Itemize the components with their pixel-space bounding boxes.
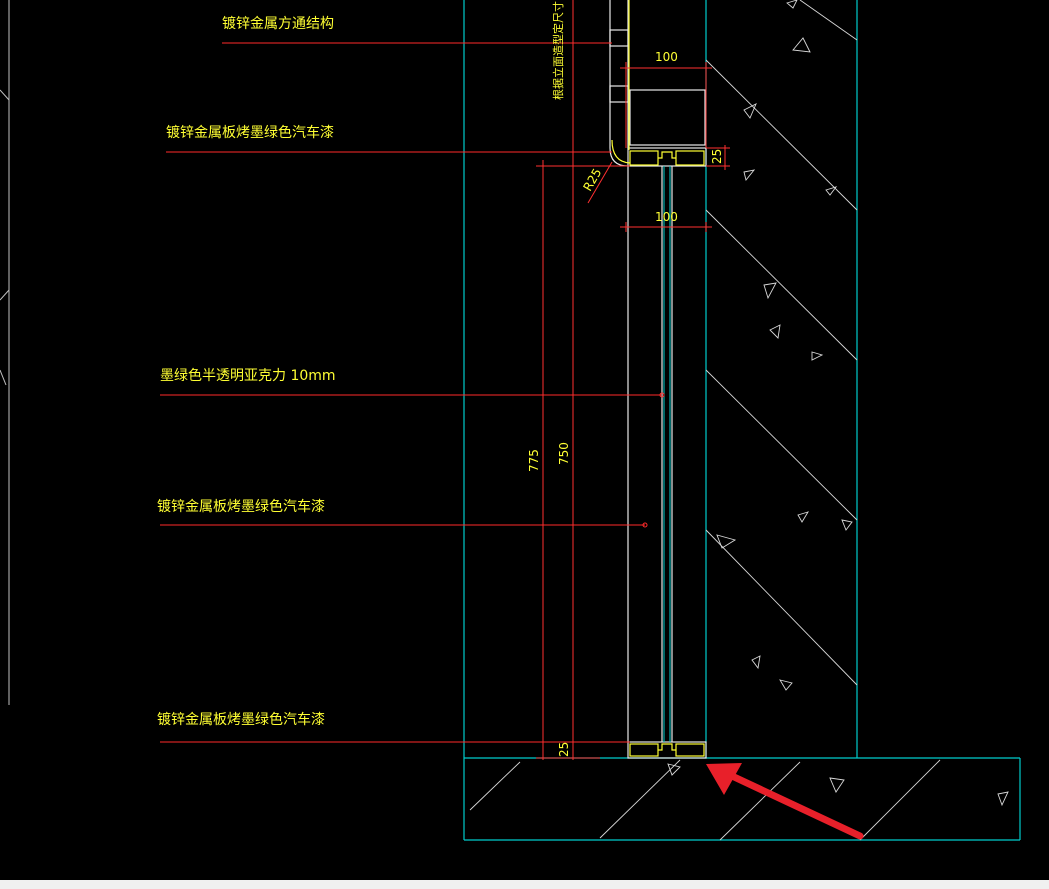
highlight-arrow-icon — [706, 763, 864, 840]
left-edge-geometry — [0, 0, 10, 705]
profile-details — [611, 0, 705, 757]
panel-structure — [609, 0, 707, 759]
dim-radius: R25 — [580, 166, 604, 193]
dim-thickness-bottom: 25 — [557, 742, 571, 757]
label-tube-structure: 镀锌金属方通结构 — [222, 15, 334, 32]
leader-lines — [160, 42, 665, 743]
acrylic-slot — [663, 166, 671, 742]
dimension-texts: 100 100 25 R25 775 750 25 — [527, 50, 724, 757]
status-bar-strip — [0, 880, 1049, 889]
wall-outline — [463, 0, 1021, 841]
concrete-hatch-wall — [705, 0, 858, 691]
dim-total-height: 775 — [527, 449, 541, 472]
label-acrylic: 墨绿色半透明亚克力 10mm — [160, 367, 336, 384]
dim-panel-height: 750 — [557, 442, 571, 465]
dim-thickness-top: 25 — [710, 149, 724, 164]
annotation-labels: 镀锌金属方通结构 镀锌金属板烤墨绿色汽车漆 墨绿色半透明亚克力 10mm 镀锌金… — [157, 1, 565, 728]
label-vertical-note: 根据立面造型定尺寸 — [551, 1, 565, 100]
label-panel-top: 镀锌金属板烤墨绿色汽车漆 — [166, 124, 334, 141]
dim-width-top: 100 — [655, 50, 678, 64]
dim-width-mid: 100 — [655, 210, 678, 224]
label-panel-mid: 镀锌金属板烤墨绿色汽车漆 — [157, 498, 325, 515]
floor-hatch — [469, 759, 1009, 841]
label-panel-bottom: 镀锌金属板烤墨绿色汽车漆 — [157, 711, 325, 728]
dimension-lines — [536, 0, 730, 760]
